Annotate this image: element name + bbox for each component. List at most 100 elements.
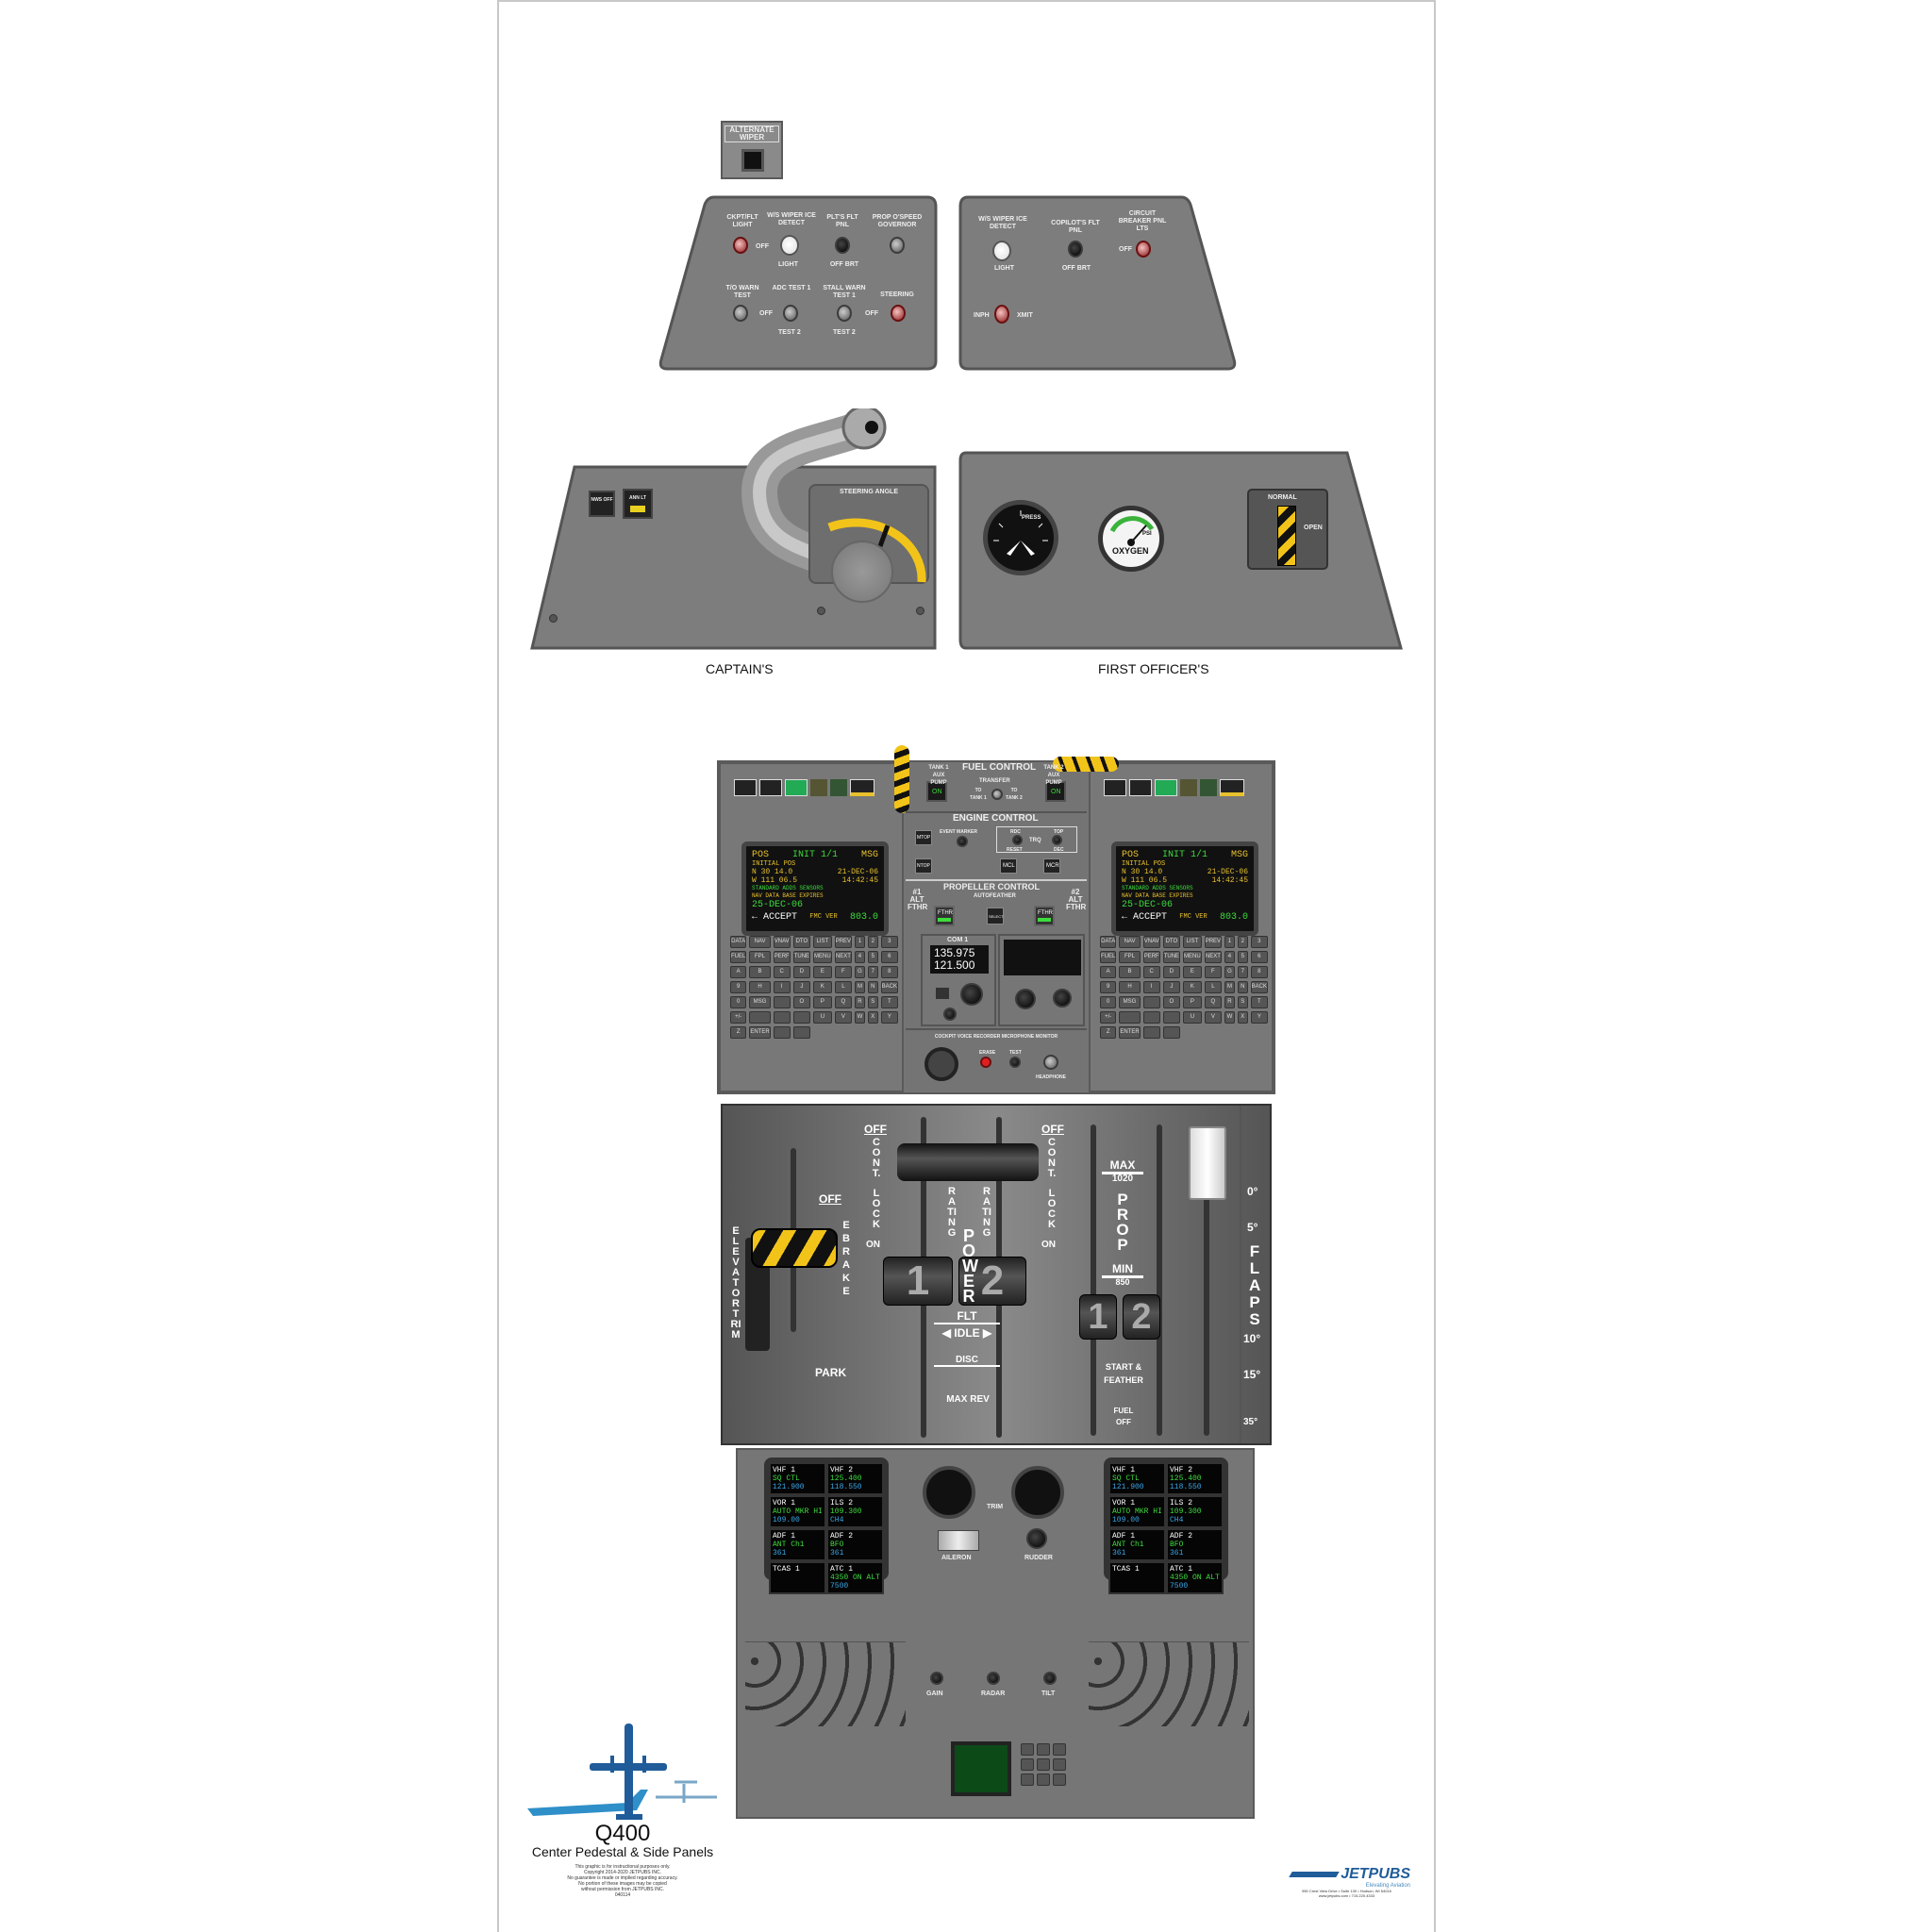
emergency-brake-hazard-left[interactable] — [894, 745, 909, 813]
fms-key[interactable]: 7 — [1237, 966, 1248, 978]
condition-lever-1[interactable]: 1 — [1079, 1294, 1117, 1340]
cvr-headset-jack[interactable] — [924, 1047, 958, 1081]
fms-key[interactable]: E — [813, 966, 832, 978]
key[interactable] — [1037, 1774, 1050, 1786]
audio-knob-left[interactable] — [1015, 989, 1036, 1009]
fms-key[interactable]: R — [1224, 996, 1235, 1008]
fms-key[interactable]: 8 — [1250, 966, 1268, 978]
accept-softkey-label[interactable]: ← ACCEPT — [752, 912, 798, 923]
fms-key[interactable]: C — [1142, 966, 1160, 978]
alt-fthr-1-button[interactable]: FTHR — [934, 906, 955, 926]
fms-key[interactable]: 0 — [730, 996, 747, 1008]
fms-key[interactable]: PERF — [773, 951, 791, 963]
fms-key[interactable]: Q — [1204, 996, 1223, 1008]
cvr-test-button[interactable] — [1009, 1057, 1021, 1068]
condition-lever-2[interactable]: 2 — [1123, 1294, 1160, 1340]
fms-key[interactable]: +/- — [730, 1011, 747, 1024]
fms-key[interactable]: ENTER — [749, 1026, 771, 1039]
event-marker-button[interactable] — [957, 836, 968, 847]
fms-key[interactable]: LIST — [1183, 936, 1202, 948]
fms-key[interactable]: 7 — [867, 966, 878, 978]
fms-key[interactable]: 9 — [1100, 981, 1117, 993]
key[interactable] — [1037, 1743, 1050, 1756]
tilt-knob[interactable] — [1043, 1672, 1057, 1685]
fms-key[interactable]: LIST — [813, 936, 832, 948]
mcl-button[interactable]: MCL — [1000, 858, 1017, 874]
fms-key[interactable]: 4 — [855, 951, 865, 963]
key[interactable] — [1021, 1774, 1034, 1786]
power-lever-2[interactable]: 2 — [958, 1257, 1026, 1306]
fms-key[interactable]: MENU — [813, 951, 832, 963]
fms-key[interactable]: C — [773, 966, 791, 978]
fms-key[interactable]: J — [792, 981, 811, 993]
fms-key[interactable]: 8 — [880, 966, 898, 978]
tiller-knob[interactable] — [831, 541, 893, 603]
fms-key[interactable]: MSG — [749, 996, 771, 1008]
mtop-button[interactable]: MTOP — [915, 830, 932, 845]
flap-lever[interactable] — [1189, 1126, 1226, 1200]
fms-key[interactable] — [792, 1011, 811, 1024]
fms-key[interactable]: N — [1237, 981, 1248, 993]
fms-key[interactable] — [1142, 996, 1160, 1008]
fms-key[interactable]: I — [1142, 981, 1160, 993]
fms-key[interactable]: P — [813, 996, 832, 1008]
emergency-hazard-right[interactable] — [1053, 757, 1119, 772]
fms-key[interactable]: ENTER — [1119, 1026, 1141, 1039]
fms-key[interactable]: Y — [1250, 1011, 1268, 1024]
fms-key[interactable] — [773, 1011, 791, 1024]
ckpt-light-switch[interactable] — [733, 237, 748, 254]
fms-key[interactable]: D — [792, 966, 811, 978]
alternate-wiper-switch[interactable] — [741, 149, 764, 172]
steering-switch[interactable] — [891, 305, 906, 322]
fms-key[interactable] — [1142, 1026, 1160, 1039]
fms-key[interactable]: DATA — [730, 936, 747, 948]
fms-key[interactable] — [1142, 1011, 1160, 1024]
emergency-brake-handle[interactable] — [751, 1228, 838, 1268]
fms-key[interactable]: VNAV — [1142, 936, 1160, 948]
fms-key[interactable]: Z — [730, 1026, 747, 1039]
fms-key[interactable]: 3 — [1250, 936, 1268, 948]
fms-key[interactable]: B — [1119, 966, 1141, 978]
reverse-lock-bar[interactable] — [897, 1143, 1039, 1181]
fms-key[interactable]: +/- — [1100, 1011, 1117, 1024]
trq-reset-button[interactable] — [1012, 835, 1023, 845]
fms-key[interactable] — [773, 1026, 791, 1039]
fms-key[interactable]: 3 — [880, 936, 898, 948]
ws-wiper-ice-detect-switch[interactable] — [780, 235, 799, 256]
headphone-jack[interactable] — [1043, 1055, 1058, 1070]
radar-mode-knob[interactable] — [987, 1672, 1000, 1685]
autofeather-select-button[interactable]: SELECT — [987, 908, 1004, 924]
fms-key[interactable]: PERF — [1142, 951, 1160, 963]
fms-key[interactable]: FPL — [749, 951, 771, 963]
fms-key[interactable]: PREV — [834, 936, 853, 948]
tank2-aux-pump-button[interactable]: ON — [1045, 781, 1066, 802]
key[interactable] — [1021, 1758, 1034, 1771]
fms-key[interactable] — [773, 996, 791, 1008]
cb-panel-lights-switch[interactable] — [1136, 241, 1151, 258]
fms-key[interactable]: MENU — [1183, 951, 1202, 963]
fms-key[interactable]: 5 — [867, 951, 878, 963]
fms-key[interactable]: K — [813, 981, 832, 993]
copilot-flt-pnl-dimmer[interactable] — [1068, 241, 1083, 258]
fms-key[interactable]: T — [880, 996, 898, 1008]
fuel-transfer-switch[interactable] — [991, 789, 1003, 800]
fms-key[interactable]: X — [1237, 1011, 1248, 1024]
tank1-aux-pump-button[interactable]: ON — [926, 781, 947, 802]
fms-key[interactable] — [792, 1026, 811, 1039]
fms-key[interactable] — [749, 1011, 771, 1024]
fms-key[interactable]: V — [1204, 1011, 1223, 1024]
com1-volume-knob[interactable] — [943, 1008, 957, 1021]
fms-key[interactable]: I — [773, 981, 791, 993]
alt-fthr-2-button[interactable]: FTHR — [1034, 906, 1055, 926]
fms-key[interactable]: S — [1237, 996, 1248, 1008]
fms-key[interactable]: FPL — [1119, 951, 1141, 963]
fms-key[interactable]: E — [1183, 966, 1202, 978]
fms-key[interactable]: MSG — [1119, 996, 1141, 1008]
ann-lt-indicator[interactable]: ANN LT — [623, 489, 653, 519]
fms-key[interactable]: K — [1183, 981, 1202, 993]
fms-key[interactable]: PREV — [1204, 936, 1223, 948]
fms-key[interactable]: B — [749, 966, 771, 978]
fms-key[interactable]: M — [855, 981, 865, 993]
fms-key[interactable]: VNAV — [773, 936, 791, 948]
adc-test-switch[interactable] — [783, 305, 798, 322]
